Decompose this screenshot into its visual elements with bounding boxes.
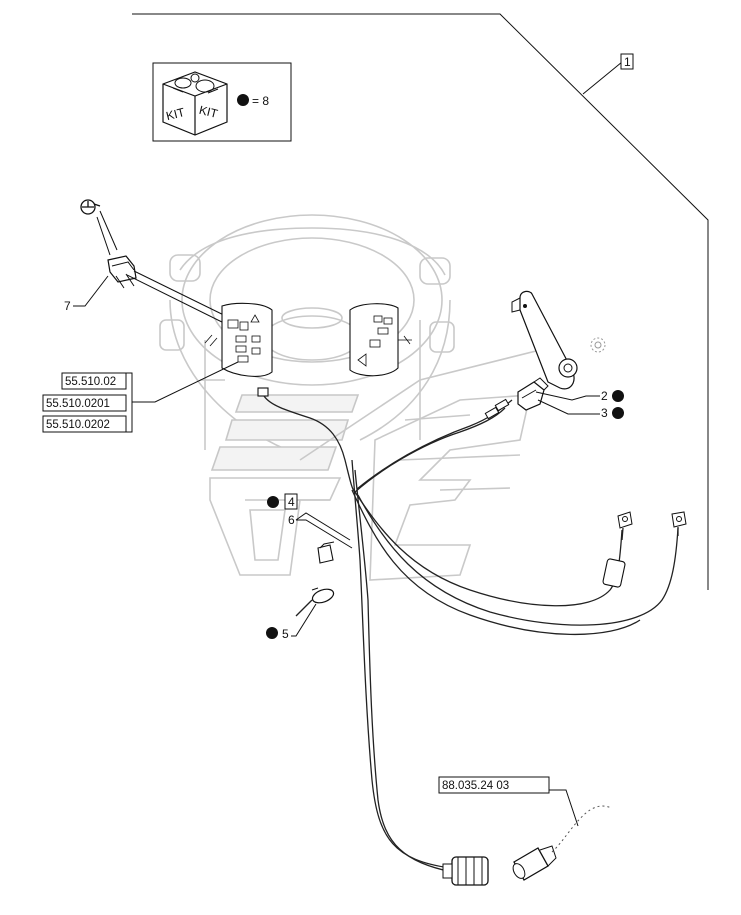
wire-sleeve — [602, 558, 626, 588]
wiring-harness — [257, 387, 687, 886]
bullet-icon — [612, 407, 624, 419]
reference-55-510-0202: 55.510.0202 — [46, 419, 110, 431]
callout-5-group: 5 — [266, 603, 317, 641]
callout-6-group: 6 — [288, 512, 353, 549]
reference-88-group: 88.035.24 03 — [438, 776, 579, 827]
bullet-icon — [237, 94, 249, 106]
reference-box — [438, 776, 550, 794]
right-switch-panel — [349, 303, 412, 377]
callout-1-label: 1 — [624, 55, 631, 69]
reference-55-510-0201: 55.510.0201 — [46, 398, 110, 410]
rocker-switch-part: 7 — [64, 199, 239, 328]
reference-box-group: 55.510.02 55.510.0201 55.510.0202 — [42, 361, 239, 433]
bullet-icon — [266, 627, 278, 639]
reference-box — [61, 372, 127, 390]
callout-7-label: 7 — [64, 299, 71, 313]
reference-box — [42, 394, 127, 412]
mating-connector — [512, 805, 613, 881]
bullet-icon — [612, 390, 624, 402]
callout-4-label: 4 — [288, 495, 295, 509]
ghost-cab-outline — [159, 214, 541, 581]
kit-box-icon: KIT KIT — [162, 71, 228, 136]
reference-88-035-24-03: 88.035.24 03 — [442, 780, 509, 792]
callout-1-box: 1 — [620, 53, 634, 70]
callout-5-label: 5 — [282, 627, 289, 641]
callout-6-label: 6 — [288, 513, 295, 527]
frame-boundary — [132, 13, 709, 590]
kit-legend: KIT KIT = 8 — [152, 62, 292, 142]
ring-terminal-icon — [617, 511, 633, 541]
connector-icon — [257, 387, 269, 397]
callout-2-label: 2 — [601, 389, 608, 403]
nut-icon — [590, 337, 606, 353]
key-switch-icon — [517, 381, 545, 411]
callout-4-group: 4 — [267, 493, 298, 510]
kit-label-1: KIT — [165, 105, 187, 123]
callout-3-label: 3 — [601, 406, 608, 420]
kit-label-2: KIT — [198, 103, 220, 121]
switch-symbol-icon — [80, 199, 96, 215]
harness-connector — [442, 856, 489, 886]
cable-tie-icon — [295, 587, 335, 617]
ring-terminal-icon — [671, 511, 687, 536]
reference-55-510-02: 55.510.02 — [65, 376, 116, 388]
relay-module-icon — [317, 544, 334, 564]
bullet-icon — [267, 496, 279, 508]
bracket-plate-part: 2 3 — [511, 290, 624, 420]
reference-box — [42, 415, 127, 433]
left-switch-panel — [204, 302, 273, 377]
kit-quantity: = 8 — [252, 94, 269, 108]
